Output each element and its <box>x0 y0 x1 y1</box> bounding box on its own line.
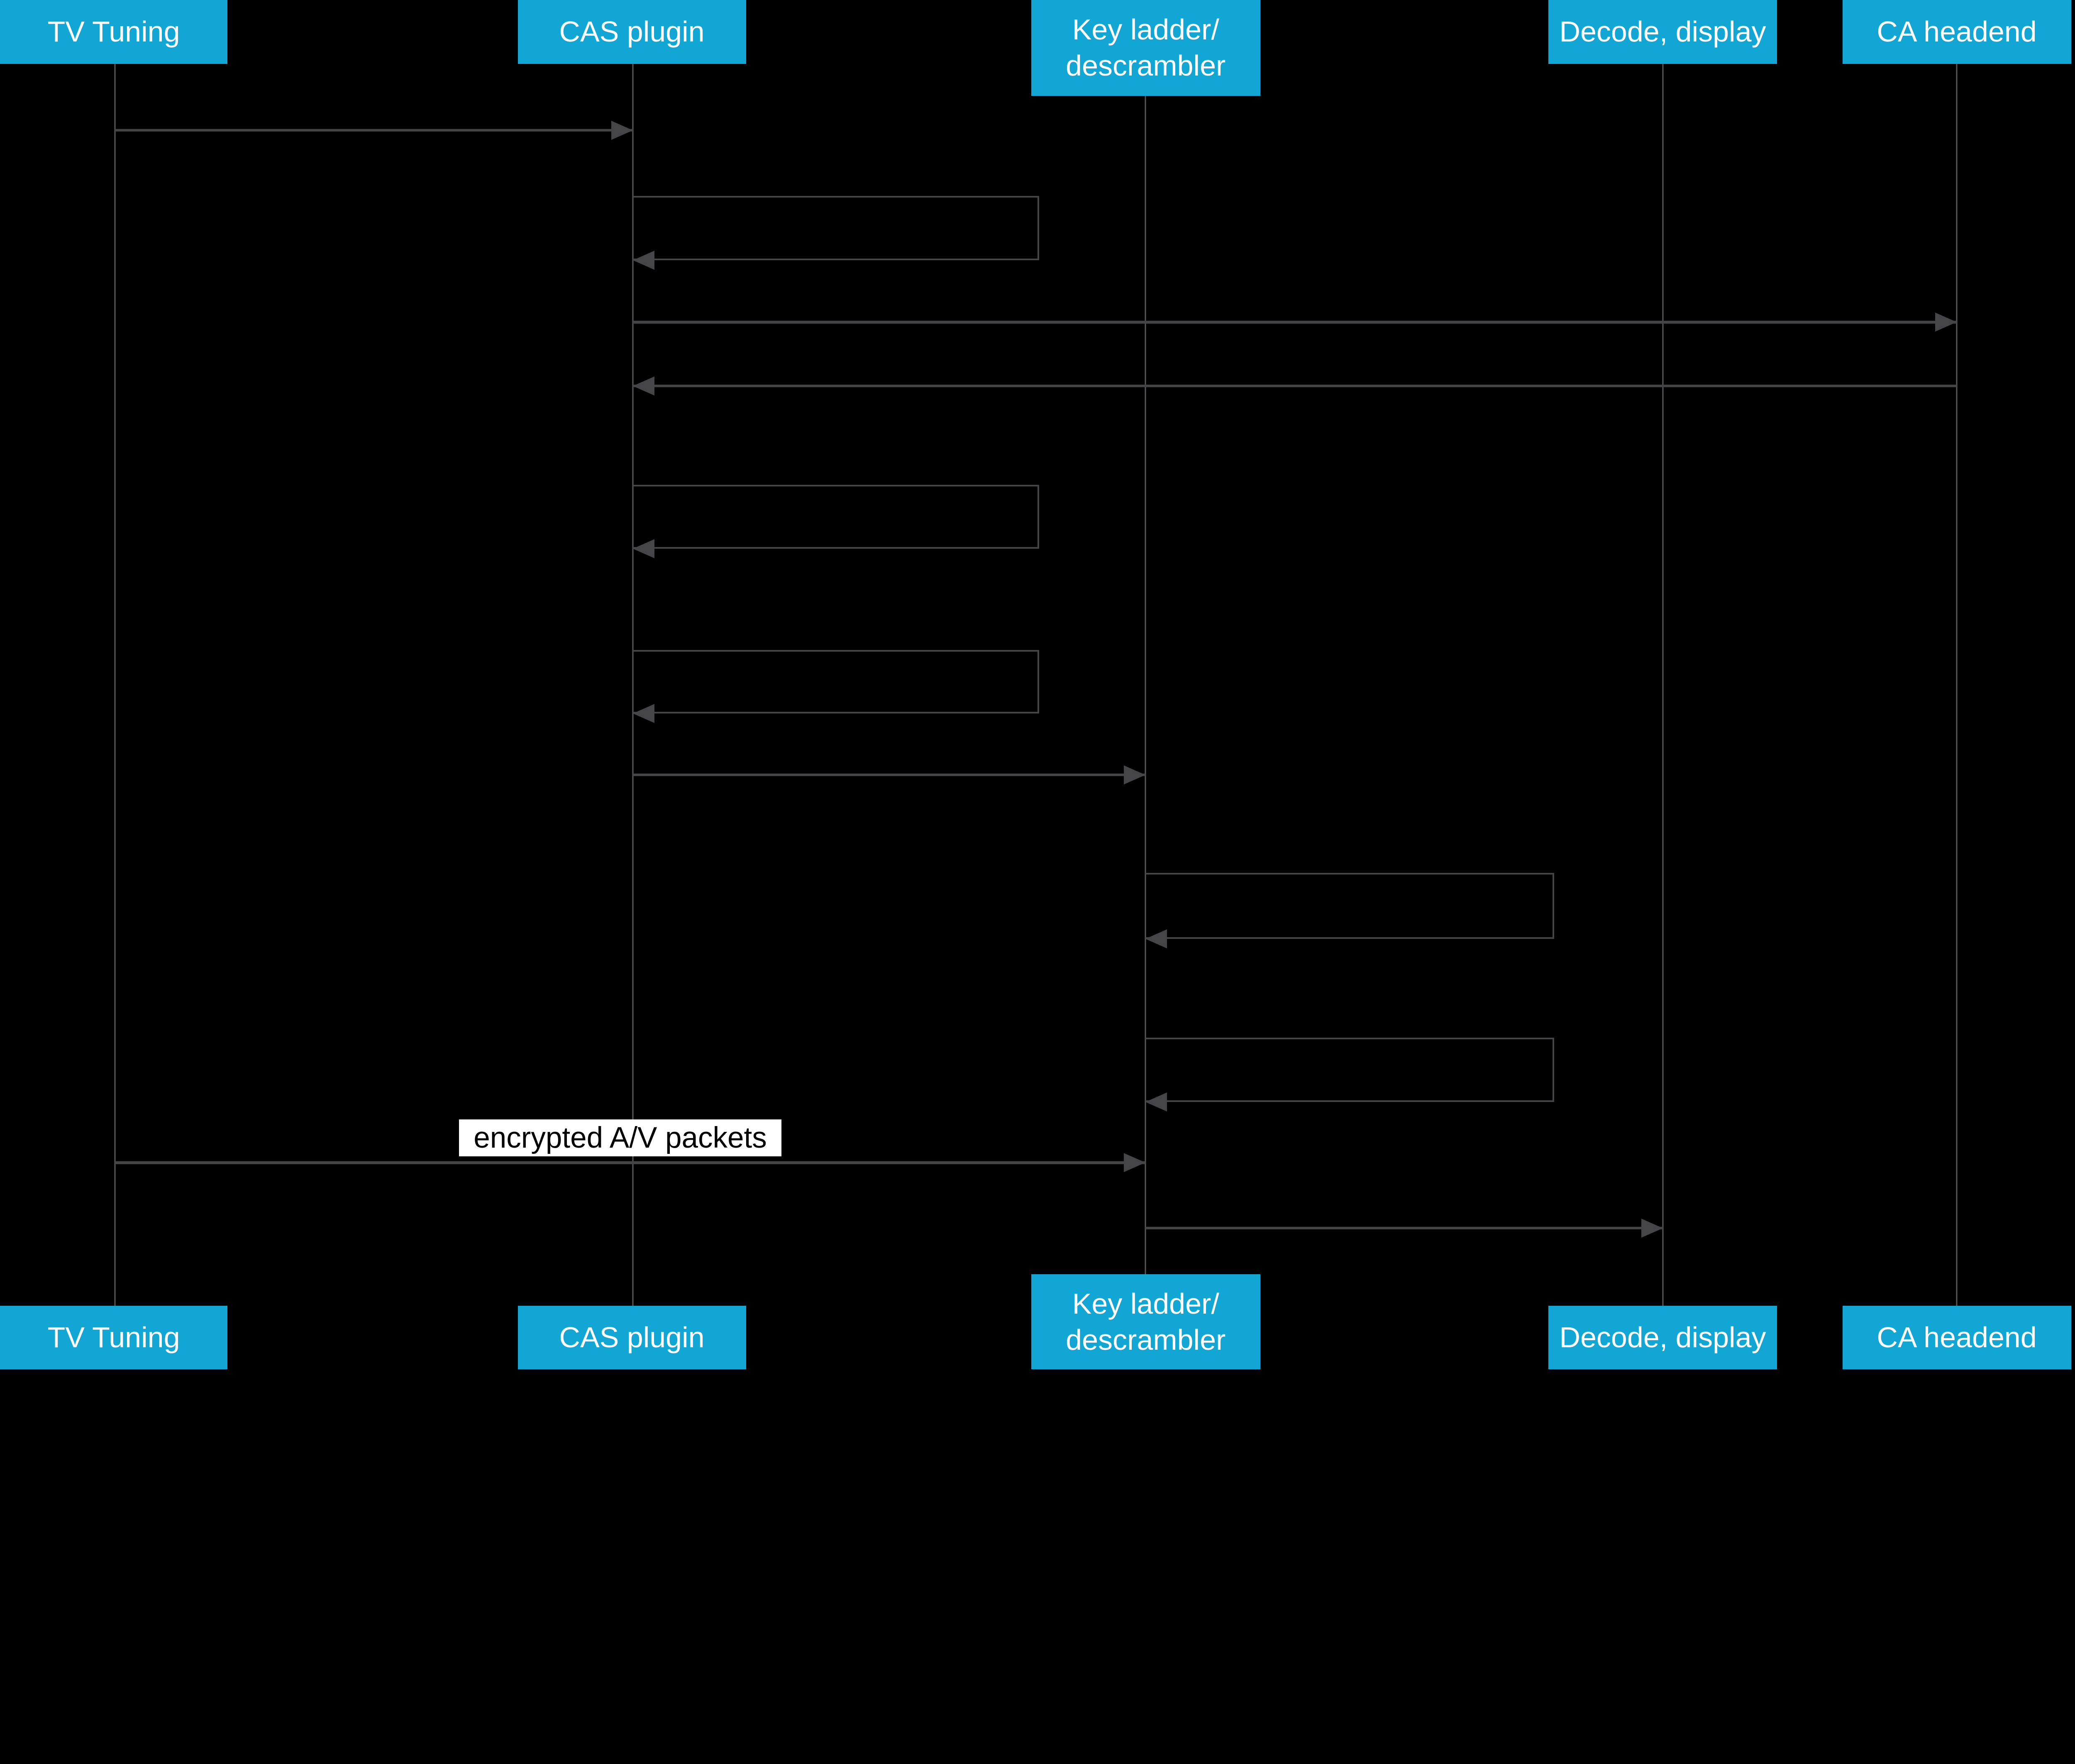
message-arrow-tv-tuning-to-key-ladder-descrambler <box>115 1161 1145 1164</box>
actor-label-key-ladder-descrambler-line-1: Key ladder/ <box>1072 1287 1219 1320</box>
arrowhead-right-icon <box>611 120 633 140</box>
actor-label-cas-plugin-line-1: CAS plugin <box>559 1321 705 1354</box>
actor-label-ca-headend-line-1: CA headend <box>1877 1321 2037 1354</box>
actor-label-key-ladder-descrambler-line-2: descrambler <box>1066 1324 1226 1356</box>
actor-label-ca-headend-line-1: CA headend <box>1877 15 2037 48</box>
arrowhead-right-icon <box>1641 1218 1663 1238</box>
message-arrow-tv-tuning-to-cas-plugin <box>115 129 633 132</box>
actor-box-top-tv-tuning: TV Tuning <box>0 0 227 64</box>
actor-label-tv-tuning-line-1: TV Tuning <box>47 15 180 48</box>
actor-box-top-cas-plugin: CAS plugin <box>518 0 746 64</box>
arrowhead-right-icon <box>1935 313 1957 332</box>
self-message-key-ladder-descrambler-7 <box>1145 873 1555 939</box>
actor-box-bottom-tv-tuning: TV Tuning <box>0 1305 227 1369</box>
actor-box-top-key-ladder-descrambler: Key ladder/descrambler <box>1031 0 1260 96</box>
arrowhead-right-icon <box>1124 765 1145 784</box>
actor-label-key-ladder-descrambler-line-1: Key ladder/ <box>1072 13 1219 46</box>
actor-label-cas-plugin-line-1: CAS plugin <box>559 15 705 48</box>
actor-box-bottom-cas-plugin: CAS plugin <box>518 1305 746 1369</box>
message-arrow-cas-plugin-to-ca-headend <box>633 320 1957 324</box>
message-arrow-cas-plugin-to-key-ladder-descrambler <box>633 773 1145 776</box>
arrowhead-right-icon <box>1124 1153 1145 1173</box>
self-message-cas-plugin-4 <box>633 485 1039 549</box>
lifeline-ca-headend <box>1956 64 1958 1306</box>
actor-box-bottom-ca-headend: CA headend <box>1842 1305 2071 1369</box>
actor-box-top-ca-headend: CA headend <box>1842 0 2071 64</box>
actor-label-decode-display-line-1: Decode, display <box>1559 1321 1766 1354</box>
lifeline-cas-plugin <box>632 64 634 1306</box>
message-arrow-ca-headend-to-cas-plugin <box>633 384 1957 388</box>
lifeline-tv-tuning <box>114 64 115 1306</box>
actor-label-key-ladder-descrambler-line-2: descrambler <box>1066 49 1226 82</box>
actor-box-bottom-key-ladder-descrambler: Key ladder/descrambler <box>1031 1274 1260 1369</box>
actor-box-bottom-decode-display: Decode, display <box>1548 1305 1777 1369</box>
actor-label-decode-display-line-1: Decode, display <box>1559 15 1766 48</box>
self-message-cas-plugin-5 <box>633 650 1039 714</box>
self-message-key-ladder-descrambler-8 <box>1145 1038 1555 1102</box>
lifeline-key-ladder-descrambler <box>1145 95 1146 1274</box>
lifeline-decode-display <box>1662 64 1663 1306</box>
arrowhead-left-icon <box>1145 929 1167 948</box>
arrowhead-left-icon <box>633 704 654 723</box>
arrowhead-left-icon <box>633 251 654 270</box>
actor-box-top-decode-display: Decode, display <box>1548 0 1777 64</box>
arrowhead-left-icon <box>633 539 654 558</box>
arrowhead-left-icon <box>1145 1092 1167 1112</box>
arrowhead-left-icon <box>633 376 654 396</box>
actor-label-tv-tuning-line-1: TV Tuning <box>47 1321 180 1354</box>
message-arrow-key-ladder-descrambler-to-decode-display <box>1145 1226 1663 1229</box>
self-message-cas-plugin-1 <box>633 196 1039 261</box>
message-label-tv-tuning-to-key-ladder-descrambler: encrypted A/V packets <box>459 1119 781 1157</box>
